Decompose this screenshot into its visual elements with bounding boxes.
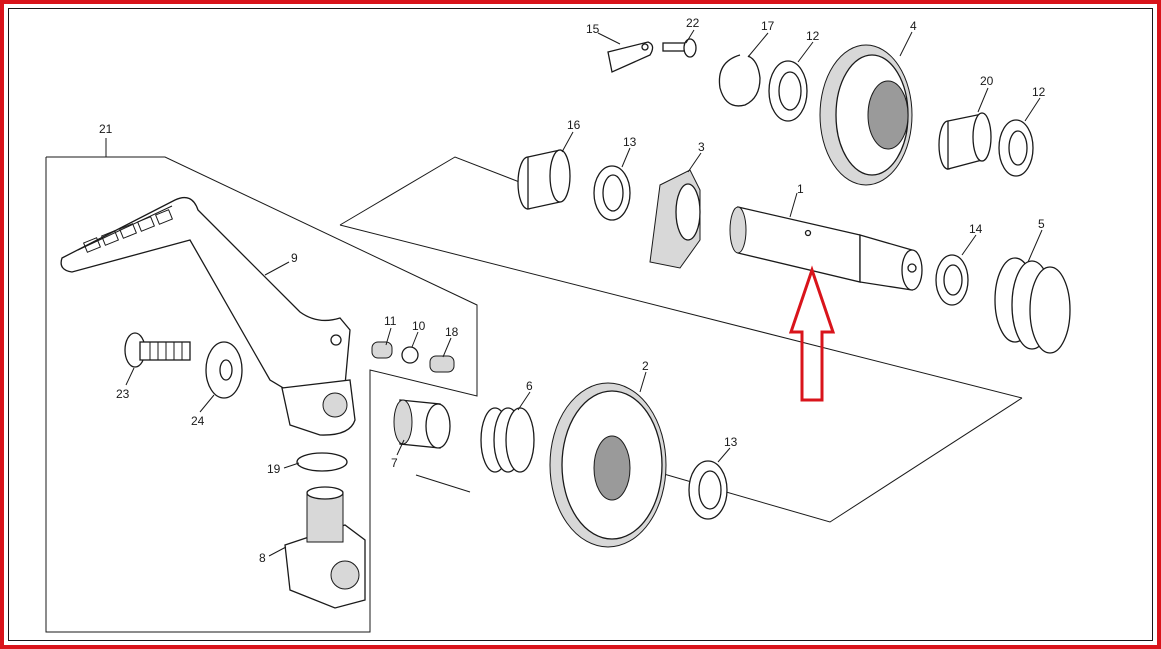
- highlight-arrow-up: [788, 265, 836, 402]
- circlip-part-17: [718, 54, 761, 107]
- shaft-group-outline: [339, 156, 541, 226]
- callout-6: 6: [526, 379, 533, 393]
- washer-part-12-right: [998, 119, 1034, 177]
- callout-2: 2: [642, 359, 649, 373]
- washer-part-24: [205, 341, 243, 399]
- callout-19: 19: [267, 462, 281, 476]
- leader-lines: [105, 29, 1043, 557]
- callout-4: 4: [910, 19, 917, 33]
- torsion-spring-part-6: [415, 407, 535, 493]
- diagram-inner-border: [8, 8, 1153, 641]
- callout-8: 8: [259, 551, 266, 565]
- washer-part-13-lower: [688, 460, 728, 520]
- spring-part-11: [371, 341, 393, 359]
- ball-part-10: [401, 346, 419, 364]
- lever-base-part-8: [284, 486, 366, 609]
- shaft-part-1: [729, 206, 923, 291]
- bushing-part-7: [393, 399, 451, 449]
- callout-13-lower: 13: [724, 435, 738, 449]
- callout-12-right: 12: [1032, 85, 1046, 99]
- callout-14: 14: [969, 222, 983, 236]
- callout-10: 10: [412, 319, 426, 333]
- bearing-part-16: [517, 149, 571, 210]
- bolt-part-23: [124, 332, 191, 368]
- screw-part-22: [662, 38, 697, 58]
- callout-16: 16: [567, 118, 581, 132]
- callout-23: 23: [116, 387, 130, 401]
- ratchet-part-3: [649, 169, 701, 269]
- callout-13-upper: 13: [623, 135, 637, 149]
- callout-22: 22: [686, 16, 700, 30]
- callout-3: 3: [698, 140, 705, 154]
- callout-15: 15: [586, 22, 600, 36]
- washer-part-12-upper: [768, 60, 808, 122]
- plate-part-15: [607, 41, 654, 73]
- spring-part-18: [429, 355, 455, 373]
- springs-and-ball: [371, 341, 455, 373]
- bearing-part-20: [938, 112, 992, 170]
- callout-21: 21: [99, 122, 113, 136]
- gear-part-2: [549, 382, 667, 548]
- callout-17: 17: [761, 19, 775, 33]
- callout-12-upper: 12: [806, 29, 820, 43]
- callout-1: 1: [797, 182, 804, 196]
- coil-spring-part-5: [994, 257, 1071, 354]
- o-ring-part-19: [296, 452, 348, 472]
- shaft-group-line: [339, 224, 1023, 399]
- callout-18: 18: [445, 325, 459, 339]
- washer-part-14: [935, 254, 969, 306]
- washer-part-13-upper: [593, 165, 631, 221]
- kickstart-lever-part: [60, 196, 356, 436]
- gear-part-4: [819, 44, 913, 186]
- callout-7: 7: [391, 456, 398, 470]
- callout-24: 24: [191, 414, 205, 428]
- callout-9: 9: [291, 251, 298, 265]
- callout-labels: 1 2 3 4 5 6 7 8 9 10 11 12 12 13 13 14 1…: [99, 16, 1046, 565]
- kickstart-group-outline: [45, 156, 478, 633]
- callout-11: 11: [384, 314, 397, 328]
- callout-20: 20: [980, 74, 994, 88]
- callout-5: 5: [1038, 217, 1045, 231]
